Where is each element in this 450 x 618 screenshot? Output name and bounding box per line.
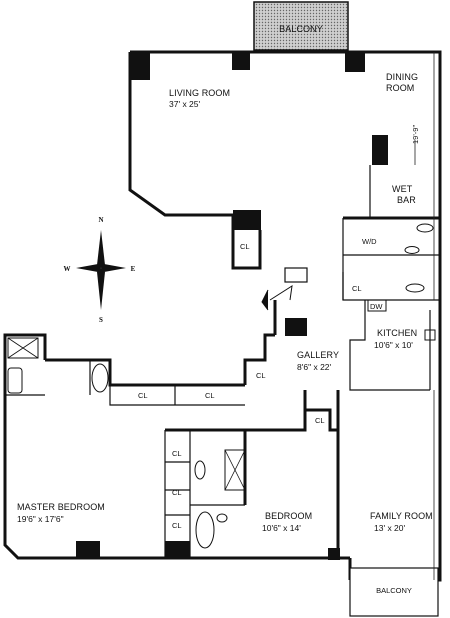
closet-label: CL xyxy=(352,284,362,293)
stove xyxy=(424,329,436,341)
column xyxy=(232,52,250,70)
closet-label: CL xyxy=(205,391,215,400)
top-balcony: BALCONY xyxy=(253,1,349,51)
master-tub xyxy=(91,363,109,393)
compass-w: W xyxy=(64,265,71,273)
living-room-name: LIVING ROOM xyxy=(169,88,230,98)
shower xyxy=(7,337,39,359)
kitchen-size: 10'6" x 10' xyxy=(374,340,413,350)
gallery-size: 8'6" x 22' xyxy=(297,362,332,372)
wet-bar-name-1: WET xyxy=(392,184,413,194)
entry-door-icon xyxy=(261,289,269,311)
kitchen-wall xyxy=(349,300,430,391)
column xyxy=(76,541,100,558)
dining-room-name-1: DINING xyxy=(386,72,418,82)
family-room-name: FAMILY ROOM xyxy=(370,511,433,521)
gallery-name: GALLERY xyxy=(297,350,339,360)
master-bedroom-size: 19'6" x 17'6" xyxy=(17,514,64,524)
dishwasher-label: DW xyxy=(370,302,383,311)
gallery-west-wall xyxy=(243,333,275,385)
structural-columns xyxy=(76,52,388,560)
bedroom-size: 10'6" x 14' xyxy=(262,523,301,533)
exterior-walls xyxy=(3,50,442,582)
bottom-balcony-label: BALCONY xyxy=(376,586,412,595)
closet-wall xyxy=(231,215,262,270)
kitchen-name: KITCHEN xyxy=(377,328,417,338)
bath-shower-drain xyxy=(224,449,246,491)
column xyxy=(328,548,340,560)
bottom-balcony-surface xyxy=(349,567,439,617)
laundry-sink xyxy=(416,223,434,233)
console-table xyxy=(284,267,308,283)
top-balcony-surface xyxy=(253,1,349,51)
compass-s: S xyxy=(99,316,103,324)
column xyxy=(372,135,388,165)
bottom-balcony: BALCONY xyxy=(349,567,439,617)
wet-bar-name-2: BAR xyxy=(397,195,416,205)
bath-tub xyxy=(195,511,215,549)
top-balcony-label: BALCONY xyxy=(279,24,323,34)
family-room-size: 13' x 20' xyxy=(374,523,406,533)
column xyxy=(233,210,261,230)
compass-east-arrow xyxy=(101,264,126,272)
compass-n: N xyxy=(98,216,103,224)
living-room-size: 37' x 25' xyxy=(169,99,201,109)
closet-label: CL xyxy=(256,371,266,380)
room-labels: LIVING ROOM 37' x 25' DINING ROOM 19'-9"… xyxy=(17,72,433,533)
gallery-closet-wall xyxy=(303,390,338,432)
master-bedroom-name: MASTER BEDROOM xyxy=(17,502,105,512)
compass-south-arrow xyxy=(97,268,105,310)
kitchen-sink xyxy=(405,283,425,293)
washer-dryer-label: W/D xyxy=(362,237,377,246)
living-room-west-wall xyxy=(128,52,233,217)
dishwasher-box xyxy=(367,299,387,312)
column xyxy=(165,541,190,558)
toilet xyxy=(194,460,206,480)
closet-label: CL xyxy=(172,521,182,530)
bedroom-name: BEDROOM xyxy=(265,511,312,521)
closet-label: CL xyxy=(138,391,148,400)
closet-label: CL xyxy=(172,488,182,497)
compass-west-arrow xyxy=(76,264,101,272)
bath-shower xyxy=(224,449,246,491)
column xyxy=(345,52,365,72)
vanity xyxy=(7,367,23,394)
closet-label: CL xyxy=(315,416,325,425)
compass-rose: N S W E xyxy=(64,216,136,324)
dining-room-dimension: 19'-9" xyxy=(411,125,420,144)
bath-basin xyxy=(216,513,228,523)
compass-north-arrow xyxy=(97,230,105,268)
column xyxy=(285,318,307,336)
fixture-labels: CL CL CL CL CL CL CL CL CL W/D DW xyxy=(138,237,383,530)
bedroom-north-wall xyxy=(245,410,307,432)
closet-label: CL xyxy=(240,242,250,251)
master-north-wall xyxy=(45,358,245,387)
bath-sink xyxy=(404,246,420,254)
master-closet-wall xyxy=(109,385,245,406)
closet-label: CL xyxy=(172,449,182,458)
south-west-wall xyxy=(3,333,350,560)
closet-dividers xyxy=(165,461,190,516)
entry-door-swing xyxy=(269,284,293,301)
fixtures-and-details xyxy=(7,52,436,580)
compass-e: E xyxy=(131,265,136,273)
column xyxy=(130,52,150,80)
shower-drain xyxy=(7,337,39,359)
dining-room-name-2: ROOM xyxy=(386,83,414,93)
